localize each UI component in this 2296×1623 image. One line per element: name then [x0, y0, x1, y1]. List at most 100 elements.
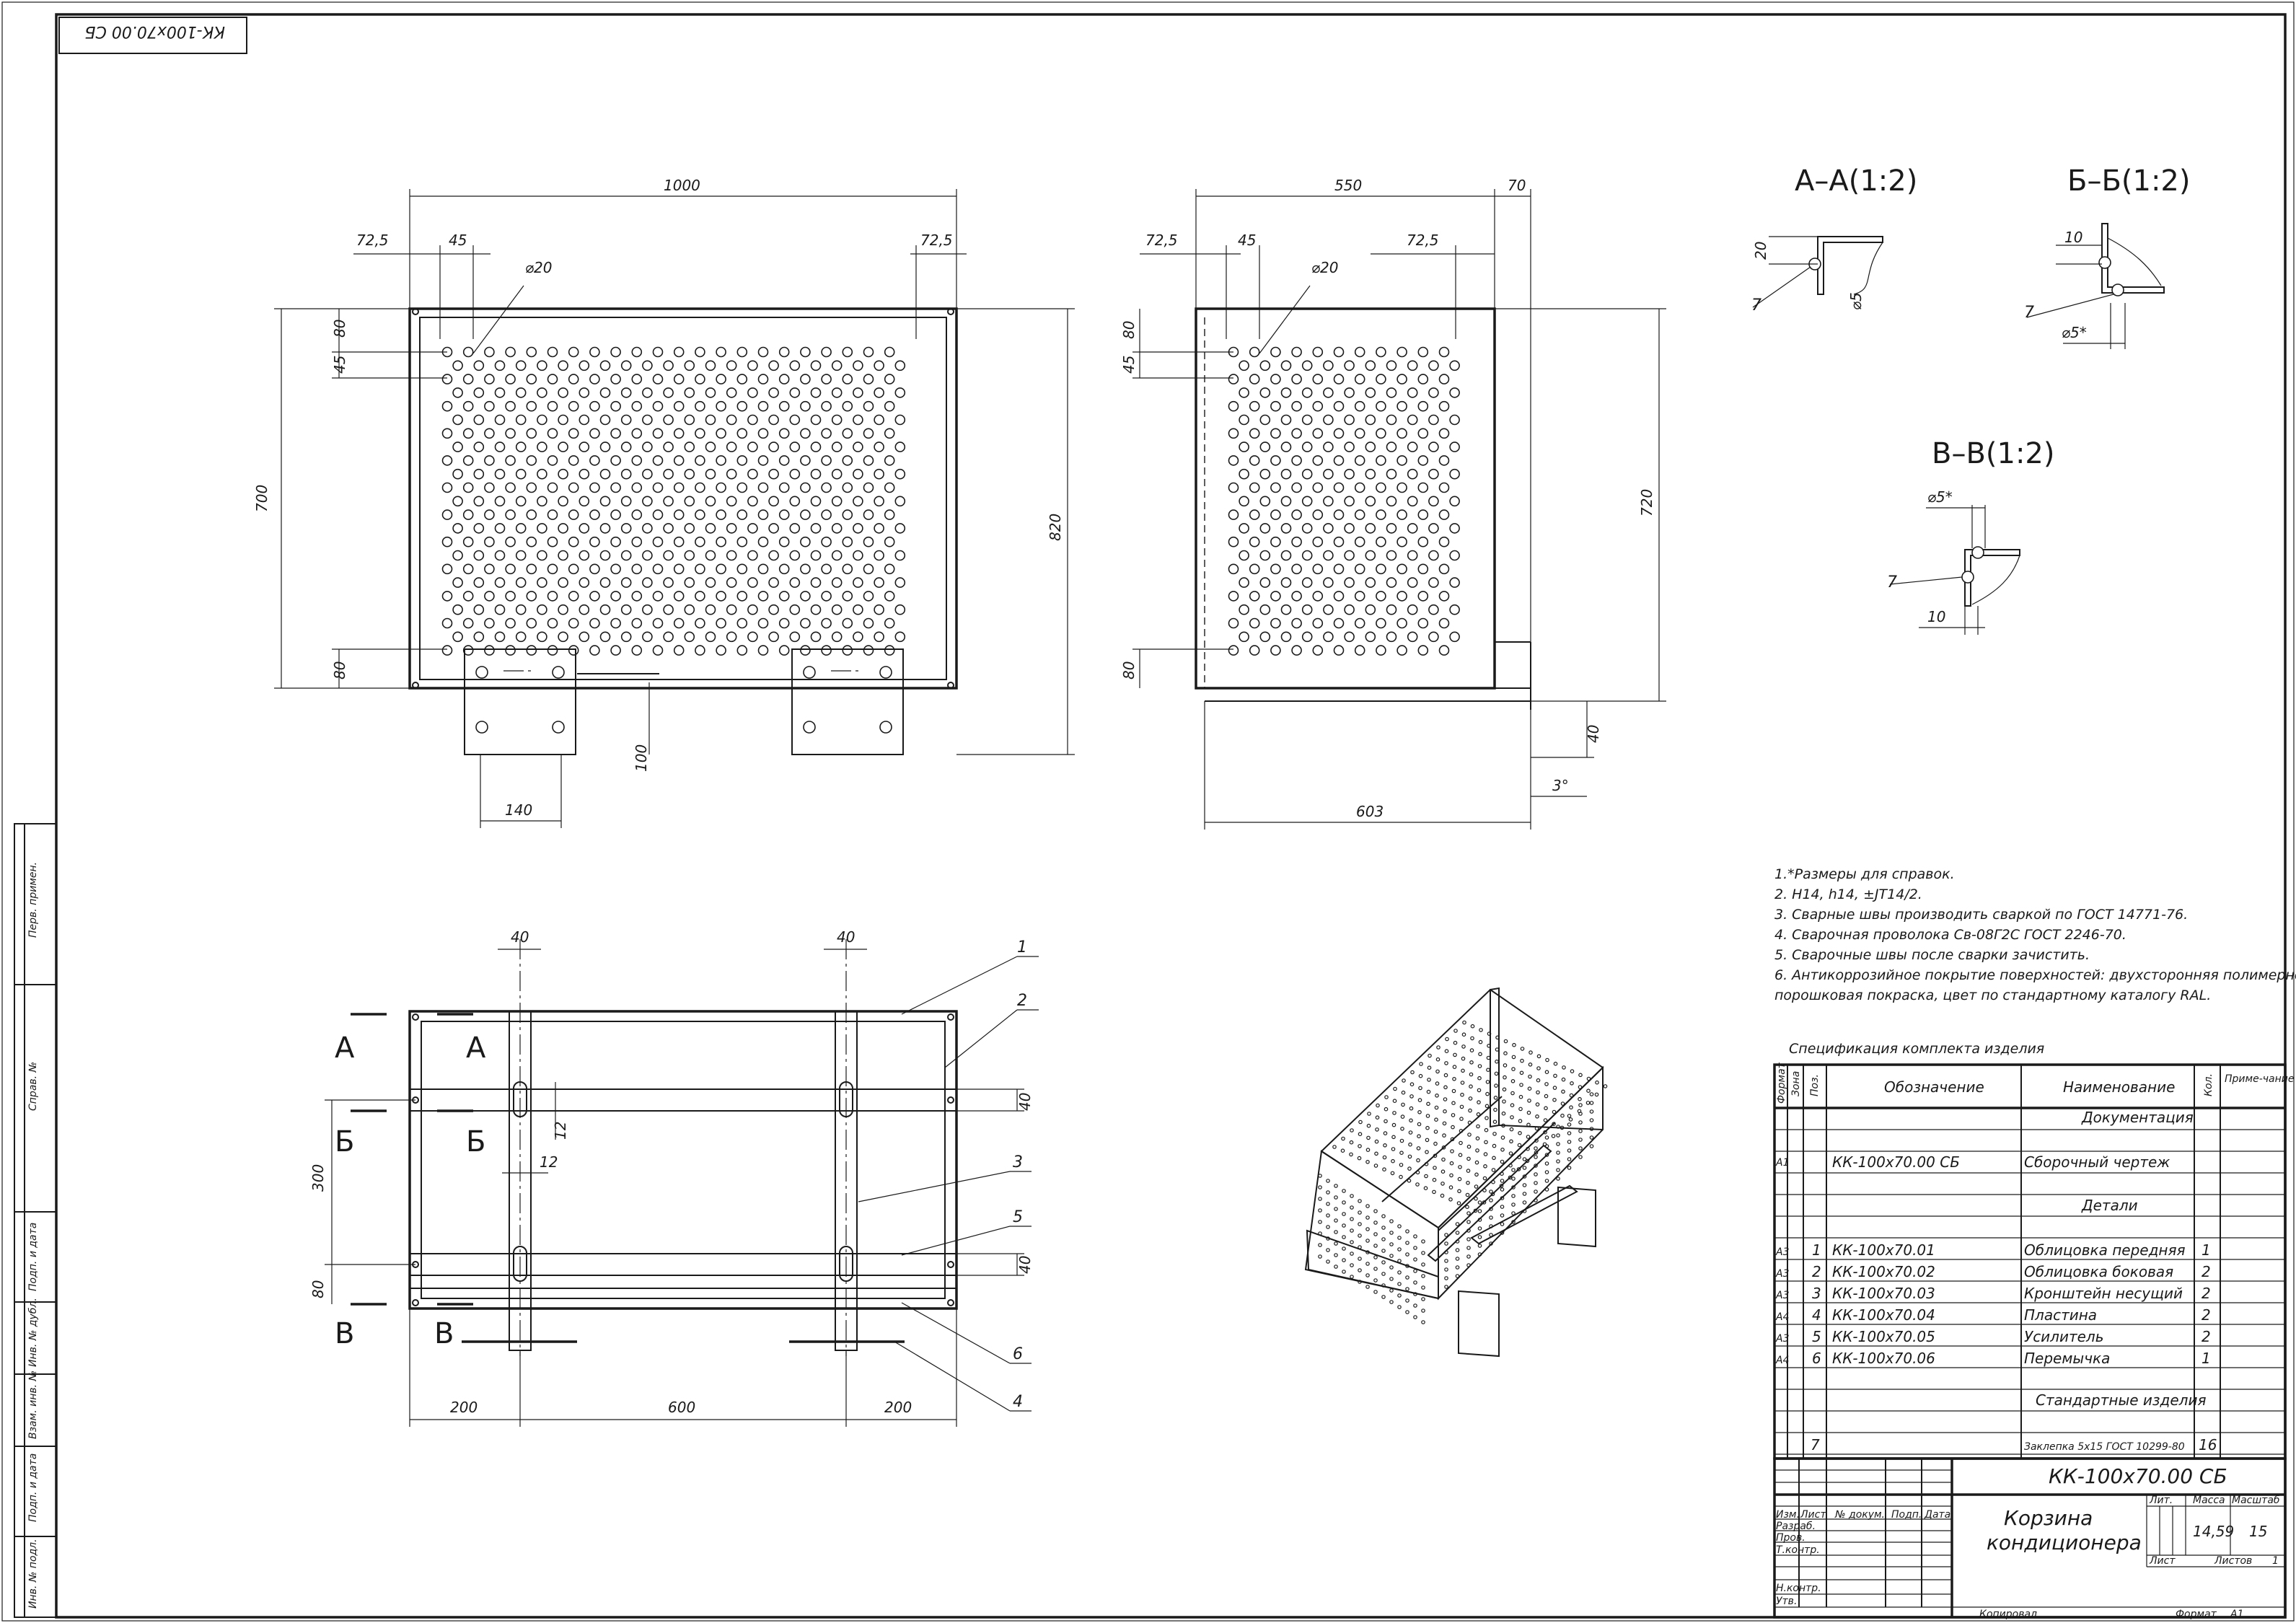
perforation-hole [1449, 496, 1460, 507]
perforation-hole [716, 428, 726, 439]
iso-hole [1433, 1166, 1437, 1170]
perforation-hole [673, 509, 685, 520]
perforation-hole [526, 482, 537, 493]
iso-hole [1326, 1202, 1330, 1206]
iso-hole [1489, 1233, 1493, 1237]
spec-h-qty: Кол. [2203, 1073, 2214, 1096]
perforation-hole [736, 617, 748, 629]
mark-v-right: В [434, 1317, 454, 1350]
iso-hole [1503, 1075, 1507, 1080]
section-v-pos: 7 [1887, 573, 1897, 591]
perforation-hole [1259, 604, 1271, 615]
iso-hole [1459, 1140, 1463, 1145]
perforation-hole [726, 468, 737, 480]
perforation-hole [1228, 428, 1239, 439]
perforation-hole [1249, 617, 1260, 629]
iso-hole [1501, 1123, 1505, 1128]
iso-hole [1476, 1124, 1480, 1129]
iso-hole [1470, 1036, 1474, 1041]
perforation-hole [1344, 441, 1355, 452]
perforation-hole [1312, 374, 1324, 384]
iso-hole [1358, 1280, 1362, 1284]
iso-hole [1455, 1231, 1460, 1235]
perforation-hole [757, 509, 769, 520]
iso-hole [1466, 1169, 1471, 1173]
perforation-hole [462, 374, 474, 384]
perforation-hole [842, 645, 853, 656]
perforation-hole [1270, 536, 1281, 547]
iso-hole [1469, 1060, 1474, 1065]
perforation-hole [589, 400, 600, 412]
iso-hole [1522, 1183, 1527, 1187]
perforation-hole [579, 441, 590, 452]
iso-hole [1405, 1264, 1409, 1268]
perforation-hole [620, 414, 632, 426]
iso-hole [1467, 1132, 1472, 1137]
perforation-hole [1417, 428, 1429, 439]
iso-hole [1448, 1185, 1453, 1189]
iso-hole [1318, 1254, 1322, 1259]
iso-hole [1365, 1285, 1370, 1289]
iso-hole [1544, 1082, 1549, 1086]
perforation-hole [558, 387, 568, 398]
iso-hole [1492, 1120, 1497, 1125]
perforation-hole [1396, 591, 1407, 602]
section-v-title: В–В(1:2) [1932, 437, 2054, 470]
iso-hole [1326, 1190, 1330, 1195]
perforation-hole [663, 577, 674, 588]
perforation-hole [441, 617, 453, 629]
perforation-hole [589, 563, 600, 575]
tb-format: Формат [2176, 1609, 2217, 1620]
front-dim-bottom: 80 [331, 661, 348, 679]
perforation-hole [589, 509, 600, 520]
perforation-hole [1270, 374, 1281, 384]
iso-hole [1408, 1142, 1412, 1147]
iso-hole [1400, 1127, 1404, 1131]
perforation-hole [1376, 455, 1386, 466]
perforation-hole [1291, 428, 1302, 439]
perforation-hole [1354, 455, 1365, 466]
perforation-hole [800, 591, 811, 602]
perforation-hole [810, 577, 822, 588]
perforation-hole [1407, 523, 1418, 534]
iso-hole [1397, 1236, 1402, 1240]
spec-std-pos: 7 [1811, 1436, 1820, 1453]
perforation-hole [1291, 482, 1302, 493]
iso-hole [1489, 1198, 1493, 1202]
iso-hole [1391, 1147, 1396, 1151]
perforation-hole [1301, 468, 1313, 480]
perforation-hole [726, 360, 737, 371]
perforation-hole [652, 591, 664, 602]
front-dim-bracket-h: 100 [633, 744, 650, 772]
perforation-hole [726, 631, 737, 643]
perforation-hole [1270, 509, 1281, 520]
iso-hole [1444, 1241, 1448, 1246]
perforation-hole [1365, 523, 1376, 534]
perforation-hole [1407, 577, 1418, 588]
perforation-hole [884, 645, 895, 656]
perforation-hole [789, 360, 801, 371]
iso-front-panel [1438, 1065, 1604, 1301]
iso-hole [1500, 1171, 1504, 1176]
perforation-hole [1449, 550, 1460, 561]
perforation-hole [1417, 374, 1429, 384]
perforation-hole [810, 360, 822, 371]
plan-dim-slot: 12 [552, 1122, 569, 1140]
perforation-hole [526, 428, 537, 439]
iso-hole [1518, 1094, 1523, 1099]
section-a: А–А(1:2) 20 7 ⌀5 [1751, 164, 1917, 315]
iso-hole [1384, 1095, 1389, 1099]
perforation-hole [610, 482, 621, 493]
iso-hole [1458, 1165, 1462, 1169]
perforation-hole [757, 591, 769, 602]
perforation-hole [494, 631, 506, 643]
iso-hole [1340, 1148, 1345, 1153]
iso-hole [1466, 1156, 1471, 1161]
iso-hole [1534, 1189, 1538, 1194]
perforation-hole [673, 617, 685, 629]
front-dim-total: 820 [1047, 514, 1064, 541]
iso-hole [1342, 1258, 1346, 1262]
perforation-hole [1259, 468, 1271, 480]
iso-hole [1391, 1135, 1396, 1140]
plan-view: А А Б Б В В 1 2 3 5 6 4 40 40 300 80 40 … [309, 928, 1039, 1427]
